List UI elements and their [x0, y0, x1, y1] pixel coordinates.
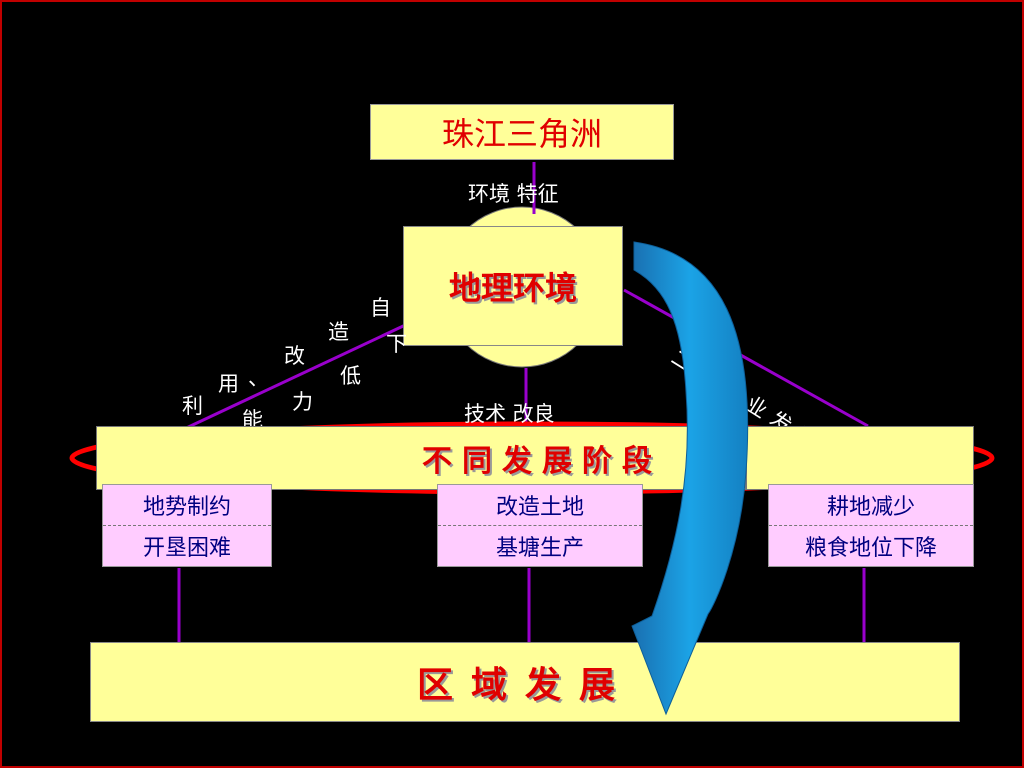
left-connector	[181, 318, 417, 432]
column-middle: 改造土地 基塘生产	[437, 484, 643, 567]
left-link-char: 低	[340, 364, 361, 388]
stage-bar-right	[746, 426, 974, 490]
column-left-item: 开垦困难	[103, 525, 271, 566]
top-link-label: 环境 特征	[468, 182, 559, 206]
column-middle-item: 基塘生产	[438, 525, 642, 566]
bottom-title: 区域发展	[416, 664, 633, 706]
column-right-item: 粮食地位下降	[769, 525, 973, 566]
left-link-char: 改	[284, 344, 305, 368]
column-left-item: 地势制约	[142, 495, 231, 520]
left-link-char: 下	[386, 332, 407, 356]
stage-bar	[96, 426, 746, 490]
bottom-box	[90, 642, 960, 722]
middle-link-label: 技术 改良	[464, 402, 555, 426]
left-link-char: 造	[328, 320, 349, 344]
left-link-char: 用	[218, 372, 239, 396]
column-left: 地势制约 开垦困难	[102, 484, 272, 567]
center-box: 地理环境	[403, 226, 623, 346]
column-right: 耕地减少 粮食地位下降	[768, 484, 974, 567]
column-right-item: 耕地减少	[826, 495, 915, 520]
stage-title: 不同发展阶段	[422, 444, 662, 479]
curved-arrow-body	[631, 241, 749, 716]
left-link-char: 利	[182, 394, 203, 418]
left-link-char: 力	[292, 390, 313, 414]
title-box: 珠江三角洲	[370, 104, 674, 160]
left-link-char: 自	[370, 296, 391, 320]
left-link-char: 、	[248, 366, 269, 390]
center-text: 地理环境	[448, 269, 577, 307]
title-text: 珠江三角洲	[441, 115, 602, 153]
right-connector	[623, 288, 869, 428]
column-middle-item: 改造土地	[495, 495, 584, 520]
